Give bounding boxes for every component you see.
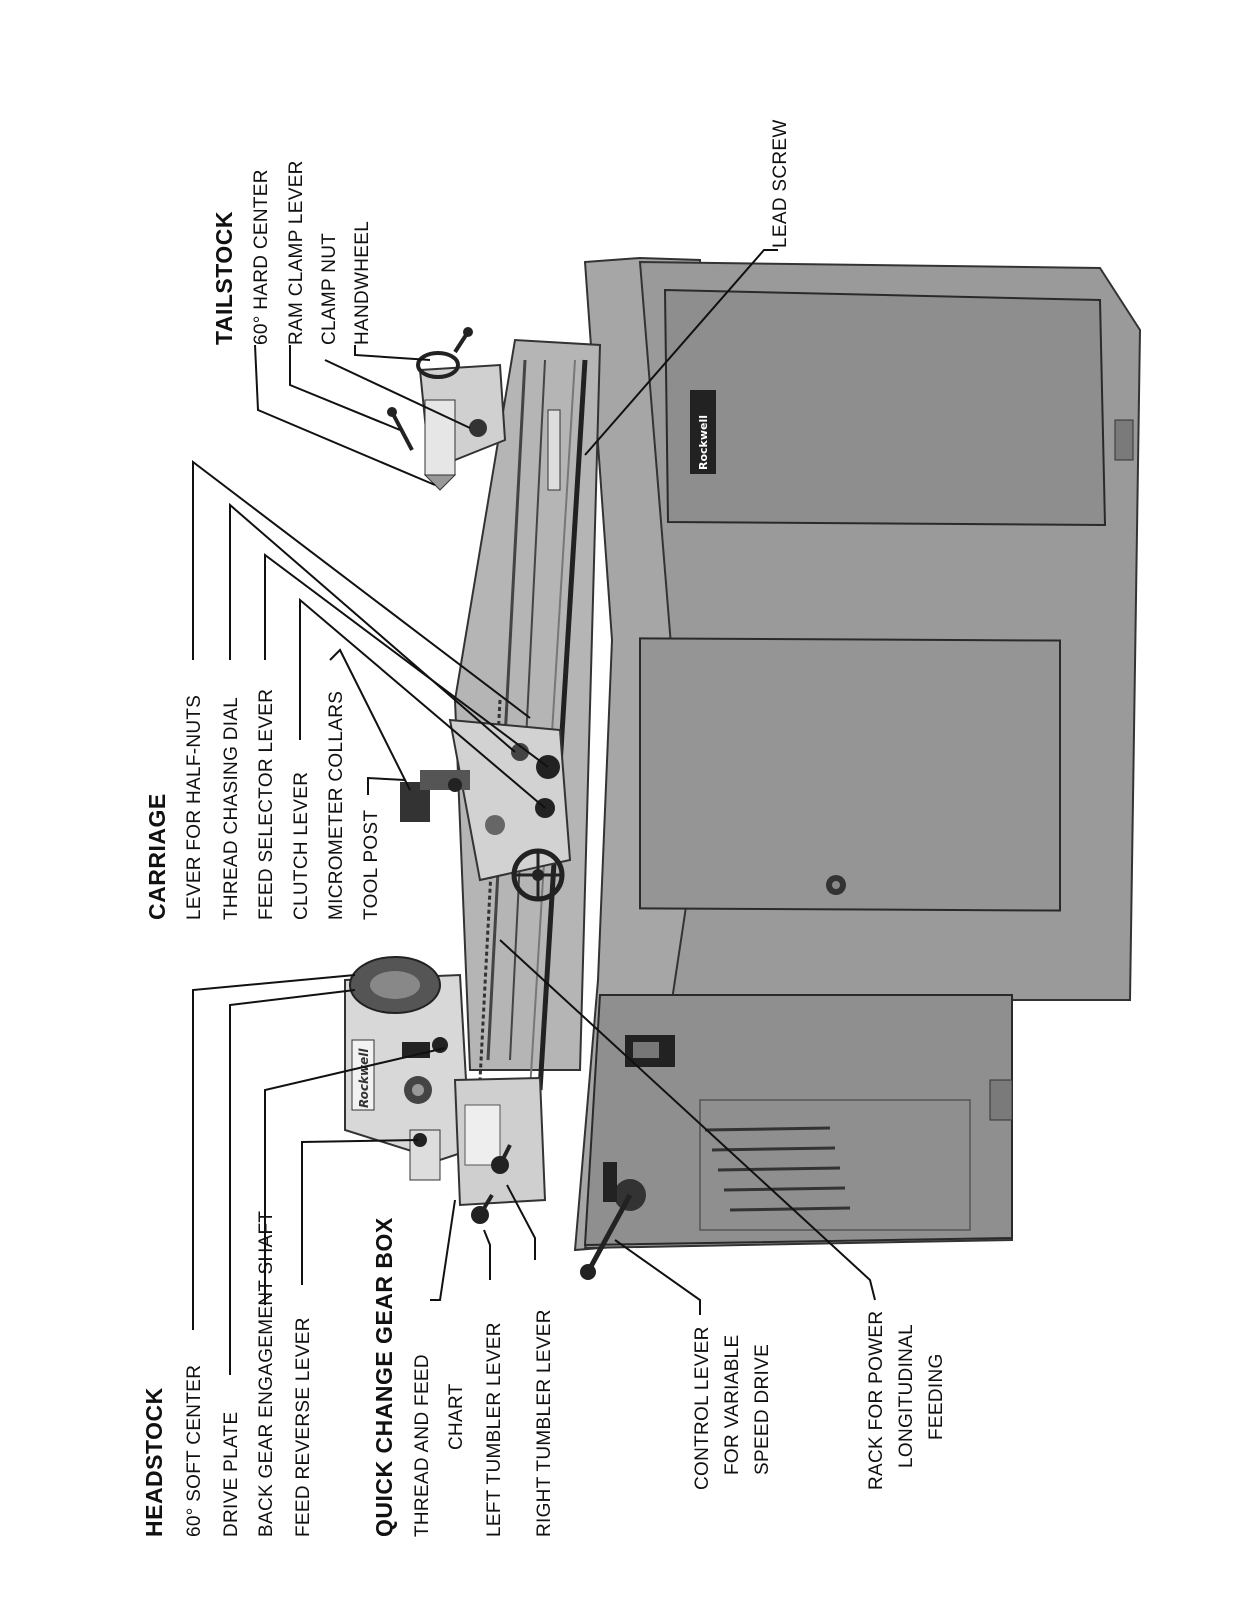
tailstock-end-panel: [663, 288, 1107, 527]
label-thread-feed: THREAD AND FEED: [412, 1354, 433, 1537]
lead-screw: [537, 359, 588, 1091]
headstock-title: HEADSTOCK: [141, 1387, 167, 1537]
label-group-headstock: HEADSTOCK 60° SOFT CENTER DRIVE PLATE BA…: [141, 1211, 314, 1537]
label-control-lever-2: FOR VARIABLE: [722, 1334, 743, 1475]
badge-text: Rockwell: [697, 415, 710, 470]
label-clutch-lever: CLUTCH LEVER: [291, 772, 312, 920]
tailstock: [387, 327, 507, 491]
label-group-carriage: CARRIAGE LEVER FOR HALF-NUTS THREAD CHAS…: [144, 689, 382, 920]
label-drive-plate: DRIVE PLATE: [221, 1412, 242, 1537]
cabinet-door: [639, 637, 1061, 912]
tailstock-title: TAILSTOCK: [211, 211, 237, 345]
label-control-lever-1: CONTROL LEVER: [692, 1326, 713, 1490]
label-back-gear-shaft: BACK GEAR ENGAGEMENT SHAFT: [256, 1211, 277, 1537]
label-lead-screw: LEAD SCREW: [770, 119, 791, 248]
label-rack-3: FEEDING: [926, 1353, 947, 1440]
label-soft-center: 60° SOFT CENTER: [184, 1365, 205, 1537]
label-chasing-dial: THREAD CHASING DIAL: [221, 697, 242, 920]
rockwell-badge: Rockwell: [690, 390, 716, 474]
quick-change-gearbox: [409, 1076, 547, 1224]
lathe-illustration: Rockwell Rockwell: [344, 256, 1142, 1280]
label-half-nuts: LEVER FOR HALF-NUTS: [184, 695, 205, 920]
quick-change-title: QUICK CHANGE GEAR BOX: [371, 1217, 397, 1537]
headstock-logo: Rockwell: [357, 1048, 371, 1108]
label-feed-reverse-lever: FEED REVERSE LEVER: [293, 1317, 314, 1537]
label-group-control-lever: CONTROL LEVER FOR VARIABLE SPEED DRIVE: [692, 1326, 773, 1490]
label-rack-2: LONGITUDINAL: [896, 1324, 917, 1468]
label-ram-clamp: RAM CLAMP LEVER: [286, 160, 307, 345]
label-group-quick-change: QUICK CHANGE GEAR BOX THREAD AND FEED CH…: [371, 1217, 555, 1537]
label-group-tailstock: TAILSTOCK 60° HARD CENTER RAM CLAMP LEVE…: [211, 160, 373, 345]
label-right-tumbler: RIGHT TUMBLER LEVER: [534, 1309, 555, 1537]
label-micrometer-collars: MICROMETER COLLARS: [326, 691, 347, 920]
label-chart: CHART: [446, 1383, 467, 1450]
carriage-title: CARRIAGE: [144, 793, 170, 920]
label-group-rack: RACK FOR POWER LONGITUDINAL FEEDING: [866, 1311, 947, 1490]
leader-lines: [192, 249, 876, 1375]
speed-control-lever: [580, 1162, 646, 1280]
label-tool-post: TOOL POST: [361, 810, 382, 920]
label-rack-1: RACK FOR POWER: [866, 1311, 887, 1490]
cabinet-vents: [704, 1126, 851, 1212]
tailstock-handwheel: [416, 351, 460, 379]
headstock-end-cabinet: [583, 994, 1013, 1247]
label-clamp-nut: CLAMP NUT: [319, 233, 340, 345]
headstock: Rockwell: [344, 956, 472, 1162]
label-handwheel: HANDWHEEL: [352, 221, 373, 345]
label-hard-center: 60° HARD CENTER: [251, 169, 272, 345]
label-control-lever-3: SPEED DRIVE: [752, 1344, 773, 1475]
label-left-tumbler: LEFT TUMBLER LEVER: [484, 1322, 505, 1537]
label-feed-selector: FEED SELECTOR LEVER: [256, 689, 277, 920]
